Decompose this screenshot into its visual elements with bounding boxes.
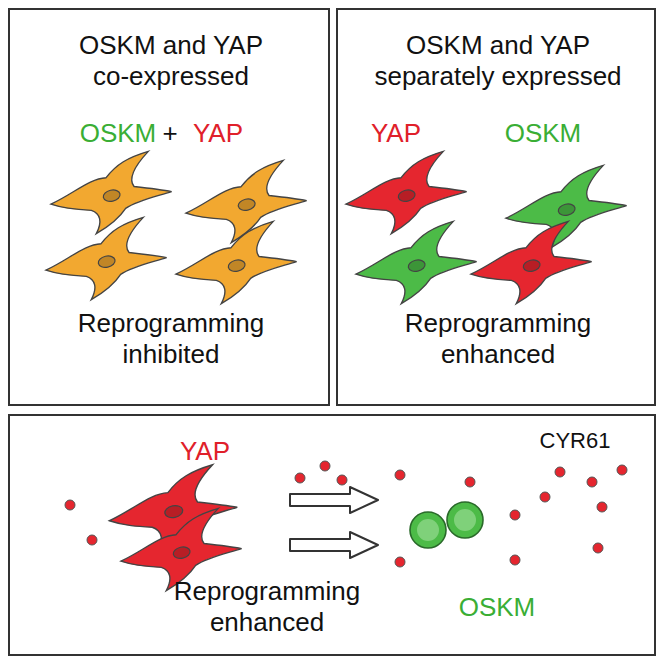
factor-label: YAP [193, 118, 243, 149]
dot [320, 461, 330, 471]
factor-label: YAP [371, 118, 421, 149]
co-expressed-cells [39, 148, 312, 311]
dot [465, 477, 475, 487]
round-cell [410, 512, 446, 548]
panel-title: OSKM and YAP co-expressed [64, 30, 279, 92]
dot [65, 500, 75, 510]
dot [587, 477, 597, 487]
factor-label: OSKM [80, 118, 157, 149]
separate-cells [339, 148, 632, 311]
panel-title: OSKM and YAP separately expressed [358, 30, 638, 92]
panel: OSKM and YAP separately expressedYAP OSKM… [336, 8, 656, 406]
block-arrow [290, 487, 378, 513]
cyr61-dots [65, 461, 627, 567]
dot [555, 467, 565, 477]
oskm-fibroblast [349, 218, 482, 311]
oskm-fibroblast [499, 162, 632, 255]
dot [87, 535, 97, 545]
yap-fibroblast [339, 148, 472, 241]
dot [510, 510, 520, 520]
panel: YAP CYR61OSKM Reprogramming enhanced [8, 414, 656, 656]
dot [597, 502, 607, 512]
outcome-label: Reprogramming inhibited [64, 308, 279, 370]
round-cell [447, 502, 483, 538]
round-cell-core [454, 509, 476, 531]
secreted-factor-label: CYR61 [540, 428, 611, 454]
factor-label: OSKM [505, 118, 582, 149]
factor-label: YAP [180, 436, 230, 467]
fibroblast [169, 218, 302, 311]
outcome-label: Reprogramming enhanced [160, 576, 375, 638]
factor-label: OSKM [459, 592, 536, 623]
dot [337, 475, 347, 485]
dot [593, 543, 603, 553]
secretion-arrows [290, 487, 378, 558]
yap-fibroblast [464, 218, 597, 311]
dot [617, 465, 627, 475]
dot [395, 557, 405, 567]
fibroblast [44, 148, 177, 241]
block-arrow [290, 532, 378, 558]
dot [510, 555, 520, 565]
dot [295, 473, 305, 483]
dot [540, 492, 550, 502]
dot [395, 470, 405, 480]
panel: OSKM and YAP co-expressedOSKM+ YAP Reprogr… [8, 8, 330, 406]
plus-sign: + [162, 118, 177, 149]
fibroblast [39, 214, 172, 307]
reprogramming-cells [410, 502, 483, 548]
round-cell-core [417, 519, 439, 541]
outcome-label: Reprogramming enhanced [391, 308, 606, 370]
